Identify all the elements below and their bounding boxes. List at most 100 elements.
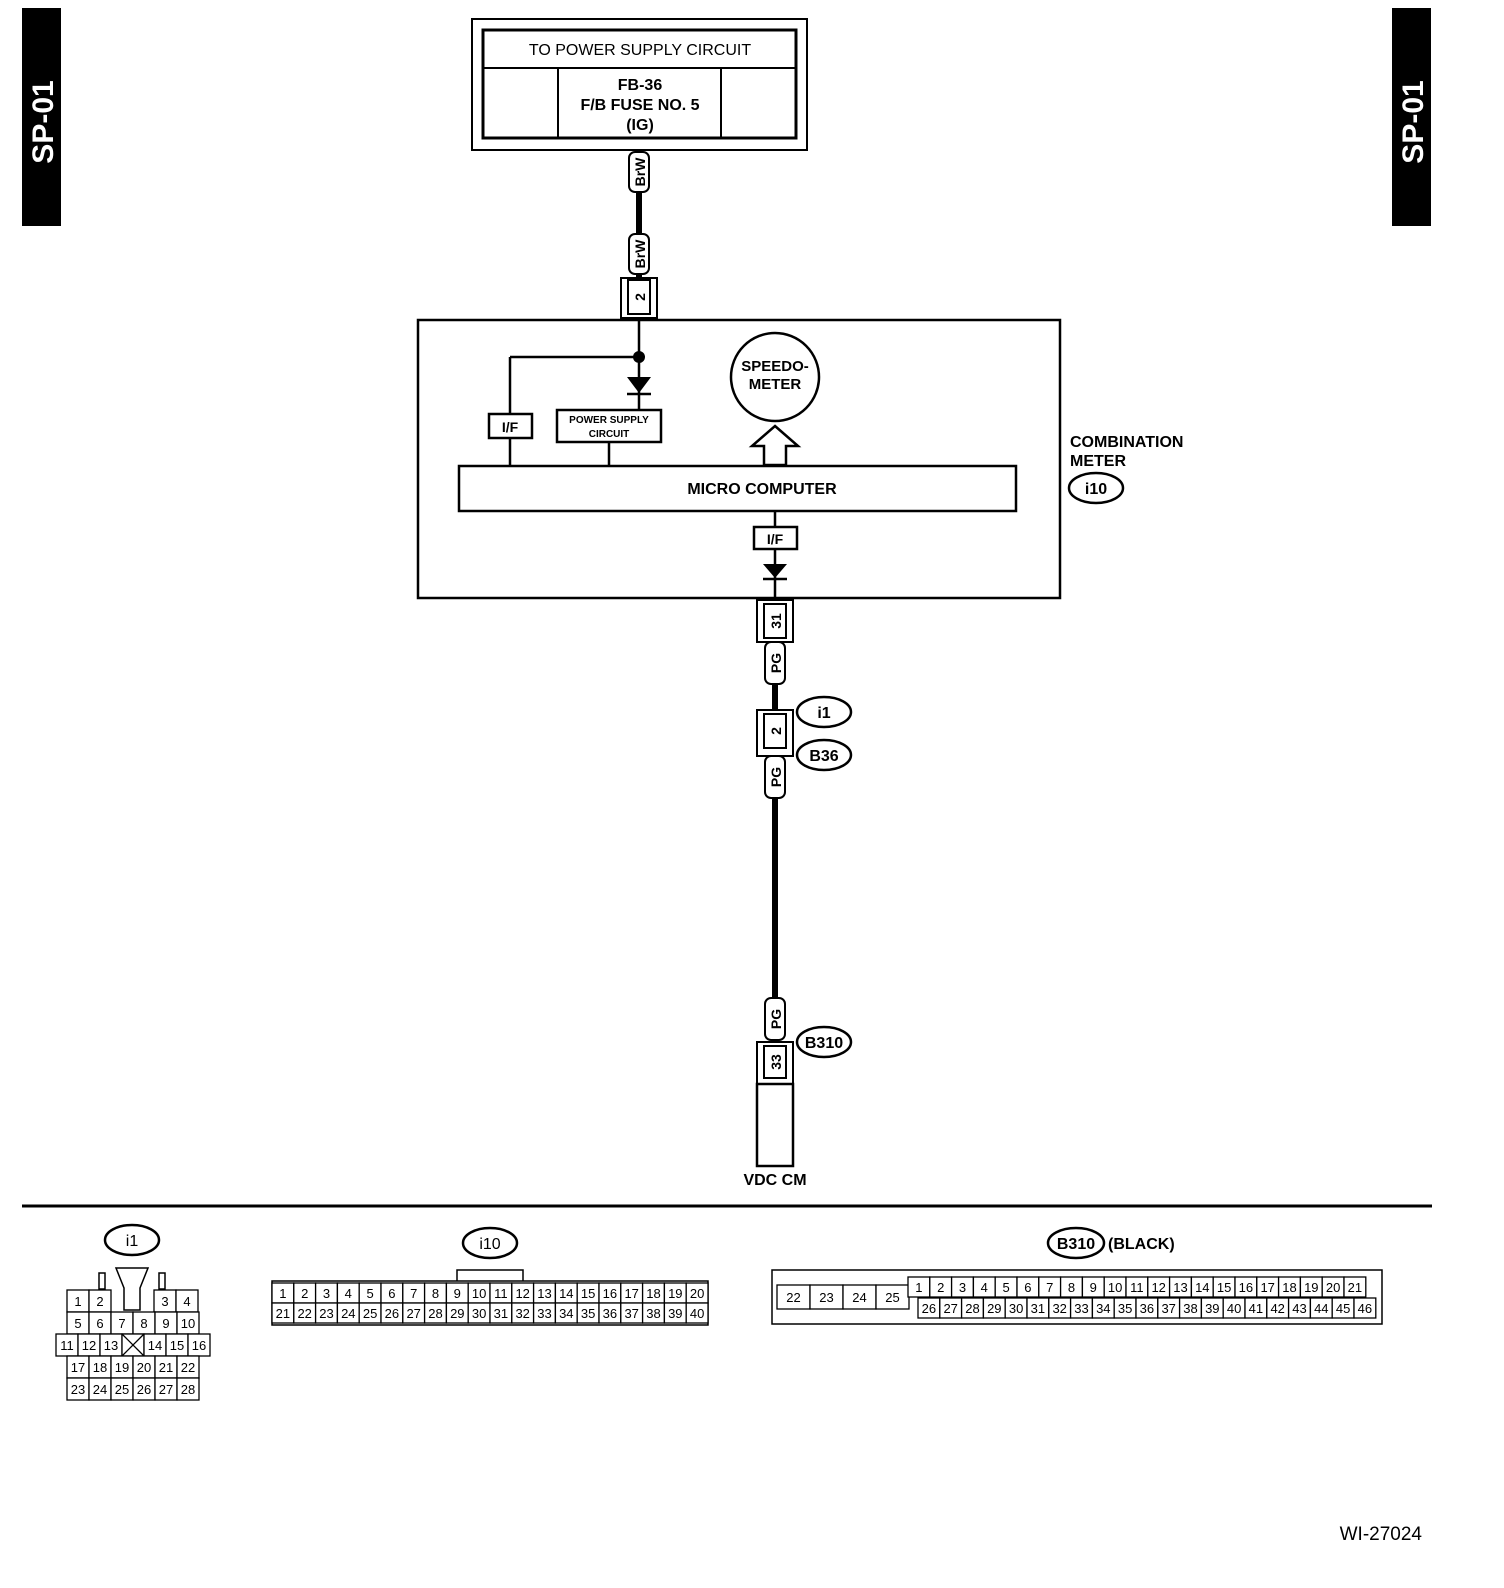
pin-number: 20 [1326, 1280, 1340, 1295]
pin-number: 20 [690, 1286, 704, 1301]
pin-number: 31 [494, 1306, 508, 1321]
pin-number: 2 [301, 1286, 308, 1301]
wire-color-pg-1: PG [768, 653, 784, 673]
pin-number: 34 [1096, 1301, 1110, 1316]
pin-number: 15 [1217, 1280, 1231, 1295]
pin-cell [809, 1284, 844, 1310]
pin-number: 15 [170, 1338, 184, 1353]
pin-number: 13 [537, 1286, 551, 1301]
pin-number: 11 [1130, 1280, 1144, 1295]
pin-number: 24 [341, 1306, 355, 1321]
pin-number: 6 [96, 1316, 103, 1331]
pin-cell [875, 1284, 910, 1310]
pin-meter-out: 31 [768, 613, 784, 629]
combination-meter: I/F POWER SUPPLY CIRCUIT SPEEDO- METER M… [416, 318, 1062, 600]
wire-brw: BrW BrW 2 [620, 150, 658, 319]
wire-color-brw-upper: BrW [632, 157, 648, 187]
pin-number: 10 [181, 1316, 195, 1331]
pin-number: 36 [603, 1306, 617, 1321]
pin-number: 7 [1046, 1280, 1053, 1295]
pin-number: 4 [981, 1280, 988, 1295]
page-code-tab-right: SP-01 [1392, 8, 1431, 226]
pin-cell [776, 1284, 811, 1310]
pin-number: 7 [118, 1316, 125, 1331]
pin-number: 22 [181, 1360, 195, 1375]
pin-number: 9 [454, 1286, 461, 1301]
vdc-cm-label: VDC CM [743, 1172, 806, 1189]
pin-number: 44 [1314, 1301, 1328, 1316]
power-supply-title: TO POWER SUPPLY CIRCUIT [529, 42, 751, 59]
combination-meter-label-1: COMBINATION [1070, 434, 1183, 451]
pin-number: 33 [537, 1306, 551, 1321]
speedo-line2: METER [749, 376, 802, 393]
pin-number: 21 [159, 1360, 173, 1375]
pin-number: 23 [819, 1290, 833, 1305]
pin-number: 2 [96, 1294, 103, 1309]
pin-number: 5 [366, 1286, 373, 1301]
pin-number: 40 [690, 1306, 704, 1321]
pin-number: 25 [363, 1306, 377, 1321]
pin-number: 24 [93, 1382, 107, 1397]
pin-number: 35 [581, 1306, 595, 1321]
interface-bottom: I/F [767, 531, 784, 547]
pin-cell [176, 1377, 200, 1401]
pin-number: 16 [603, 1286, 617, 1301]
pin-number: 30 [1009, 1301, 1023, 1316]
pin-number: 6 [1024, 1280, 1031, 1295]
pin-number: 38 [1183, 1301, 1197, 1316]
pin-number: 26 [922, 1301, 936, 1316]
pin-number: 18 [646, 1286, 660, 1301]
pin-number: 38 [646, 1306, 660, 1321]
pin-number: 28 [965, 1301, 979, 1316]
pin-number: 17 [624, 1286, 638, 1301]
pin-number: 39 [1205, 1301, 1219, 1316]
pin-number: 1 [915, 1280, 922, 1295]
pin-number: 13 [1173, 1280, 1187, 1295]
micro-computer: MICRO COMPUTER [687, 481, 837, 498]
pin-number: 27 [159, 1382, 173, 1397]
pin-number: 28 [428, 1306, 442, 1321]
pin-number: 39 [668, 1306, 682, 1321]
blank-pin-cross [121, 1333, 145, 1357]
wire-color-pg-2: PG [768, 767, 784, 787]
pin-number: 36 [1140, 1301, 1154, 1316]
pin-number: 8 [1068, 1280, 1075, 1295]
pin-number: 21 [276, 1306, 290, 1321]
pin-number: 1 [279, 1286, 286, 1301]
pin-number: 43 [1292, 1301, 1306, 1316]
wire-color-brw-lower: BrW [632, 239, 648, 269]
pin-number: 28 [181, 1382, 195, 1397]
legend-b310-color: (BLACK) [1108, 1236, 1175, 1253]
pin-number: 19 [115, 1360, 129, 1375]
pin-number: 21 [1348, 1280, 1362, 1295]
pin-number: 17 [1260, 1280, 1274, 1295]
pin-number: 12 [82, 1338, 96, 1353]
pin-number: 6 [388, 1286, 395, 1301]
psc-line2: CIRCUIT [589, 429, 630, 440]
combination-meter-label-2: METER [1070, 453, 1126, 470]
pin-number: 26 [385, 1306, 399, 1321]
connector-tag-b310: B310 [805, 1035, 843, 1052]
pin-number: 1 [74, 1294, 81, 1309]
legend-b310-label: B310 [1057, 1236, 1095, 1253]
pin-number: 37 [1161, 1301, 1175, 1316]
page-code-left: SP-01 [27, 80, 60, 163]
pin-number: 32 [1052, 1301, 1066, 1316]
pin-number: 17 [71, 1360, 85, 1375]
pin-number: 18 [93, 1360, 107, 1375]
pin-number: 40 [1227, 1301, 1241, 1316]
pin-number: 37 [624, 1306, 638, 1321]
figure-id: WI-27024 [1340, 1524, 1423, 1545]
pin-number: 5 [74, 1316, 81, 1331]
legend-i1-label: i1 [126, 1233, 139, 1250]
pin-number: 10 [472, 1286, 486, 1301]
pin-number: 25 [885, 1290, 899, 1305]
pin-number: 30 [472, 1306, 486, 1321]
pin-number: 34 [559, 1306, 573, 1321]
pin-number: 26 [137, 1382, 151, 1397]
